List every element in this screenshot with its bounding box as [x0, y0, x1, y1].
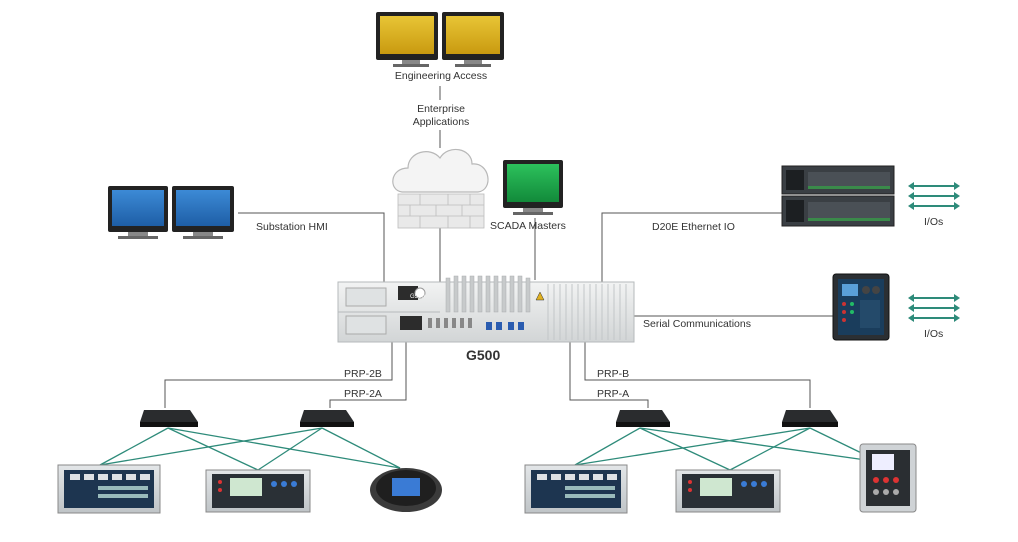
prp-2a-line [329, 340, 407, 408]
firewall [397, 193, 485, 229]
switch-prp-b [782, 410, 838, 427]
prp-2a-label: PRP-2A [344, 388, 382, 400]
hmi-to-g500-line [238, 212, 385, 282]
io-arrows-bottom [908, 294, 960, 322]
g500-badge: G500 [410, 294, 425, 300]
engineering-access-label: Engineering Access [394, 70, 488, 82]
d20e-to-g500-line [601, 212, 782, 282]
io-arrows-top [908, 182, 960, 210]
ios-bottom-label: I/Os [924, 328, 944, 340]
g500-title: G500 [466, 347, 501, 363]
ios-top-label: I/Os [924, 216, 944, 228]
scada-master-monitor [503, 160, 563, 215]
switch-prp-a [616, 410, 670, 427]
g500-device [337, 275, 635, 343]
prp-2b-line [164, 340, 393, 408]
relay-links [99, 427, 881, 471]
relay-right-2 [675, 469, 781, 513]
relay-left-2 [205, 469, 311, 513]
switch-prp-2a [300, 410, 354, 427]
relay-right-3 [859, 443, 917, 513]
scada-masters-label: SCADA Masters [490, 220, 566, 232]
engineering-access-monitors [376, 12, 504, 67]
serial-communications-label: Serial Communications [643, 318, 751, 330]
prp-a-label: PRP-A [597, 388, 630, 400]
substation-hmi-label: Substation HMI [256, 221, 328, 233]
switch-prp-2b [140, 410, 198, 427]
d20e-ethernet-io-label: D20E Ethernet IO [652, 221, 735, 233]
prp-b-label: PRP-B [597, 368, 630, 380]
connection-lines [164, 86, 833, 408]
relay-left-3 [370, 468, 442, 512]
enterprise-applications-label: Enterprise Applications [412, 103, 470, 128]
prp-b-line [584, 340, 811, 408]
relay-left-1 [57, 464, 161, 514]
prp-2b-label: PRP-2B [344, 368, 382, 380]
relay-right-1 [524, 464, 628, 514]
d20e-ethernet-io-racks [781, 165, 895, 227]
prp-a-line [569, 340, 649, 408]
enterprise-cloud [392, 148, 489, 193]
serial-communications-device [832, 273, 890, 341]
substation-hmi-monitors [108, 186, 234, 239]
